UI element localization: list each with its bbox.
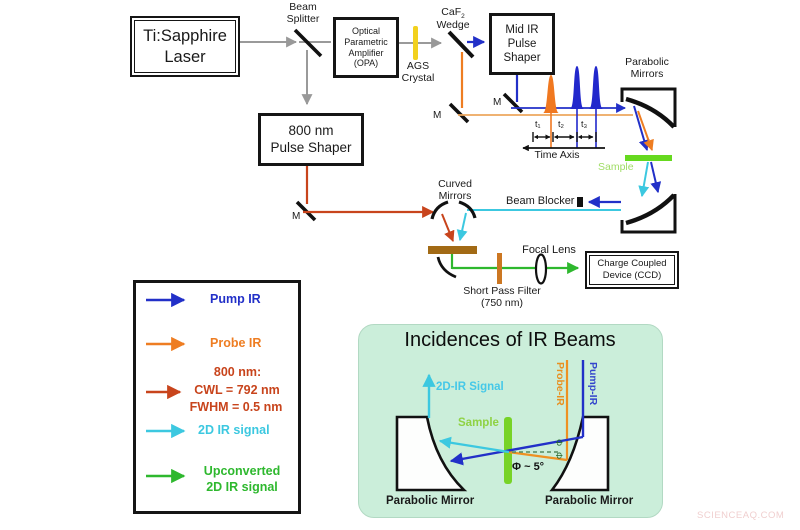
inset-signal-label: 2D-IR Signal [436,381,504,393]
signal-beam [456,161,650,242]
short-pass-filter-icon [497,253,502,284]
curved-line2: Mirrors [438,189,472,202]
beam-splitter-icon [293,28,323,58]
mid-ir-pulse-shaper-box: Mid IR Pulse Shaper [489,13,555,75]
opa-line4: (OPA) [353,58,379,69]
curved-mirrors-label: Curved Mirrors [425,178,485,203]
legend-upconverted-line1: Upconverted [203,464,281,478]
spf-line2: (750 nm) [480,296,523,309]
legend-pump-label: Pump IR [210,292,261,306]
mirror-m2-label: M [493,97,502,108]
ags-line2: Crystal [401,71,435,84]
beam-splitter-line1: Beam [289,1,317,13]
beam-splitter-line2: Splitter [286,12,320,25]
legend-800nm-title: 800 nm: [213,365,262,379]
shaper800-line2: Pulse Shaper [270,139,352,155]
parab-line1: Parabolic [625,56,669,68]
ccd-line1: Charge Coupled [597,258,667,270]
t3-label: t₃ [581,119,588,129]
focal-lens-label: Focal Lens [522,244,576,256]
800nm-pulse-shaper-box: 800 nm Pulse Shaper [258,113,364,166]
curved-mirrors-icon [430,200,477,220]
short-pass-filter-label: Short Pass Filter (750 nm) [450,285,554,310]
inset-angle-label: Φ ~ 5° [512,461,545,473]
nm800-beam [303,161,455,243]
beam-blocker-icon [577,197,583,207]
upconverted-beam [450,254,580,275]
focal-lens-icon [534,253,548,285]
caf2-line2: Wedge [436,19,470,32]
laser-label-line1: Ti:Sapphire [143,27,227,46]
midir-line2: Pulse [507,37,537,50]
t2-label: t₂ [558,119,564,129]
caf2-line1: CaF2 [441,6,465,21]
inset-mirror-left-label: Parabolic Mirror [386,495,475,507]
midir-line1: Mid IR [505,23,539,36]
parabolic-mirror-top-icon [620,87,677,129]
sample-icon [625,155,672,161]
inset-probe-label: Probe-IR [553,362,566,406]
parab-line2: Mirrors [630,67,664,80]
inset-parabolic-mirror-left-icon [395,415,468,492]
time-axis-icon [522,132,605,152]
inset-beams [422,360,585,466]
pulse-shapes [543,66,603,148]
beam-blocker-label: Beam Blocker [506,195,575,207]
curved-line1: Curved [438,178,472,190]
legend-800nm-fwhm: FWHM = 0.5 nm [189,400,283,414]
time-axis-label: Time Axis [534,149,580,161]
ags-crystal-label: AGS Crystal [393,60,443,85]
caf2-wedge-label: CaF2 Wedge [430,6,476,32]
opa-line3: Amplifier [348,47,384,58]
inset-mirror-right-label: Parabolic Mirror [545,495,634,507]
opa-line1: Optical [351,25,380,36]
mirror-m3-label: M [292,211,301,222]
t1-label: t₁ [535,119,541,129]
inset-title: Incidences of IR Beams [404,329,616,351]
inset-phi-lower: Φ [554,452,565,460]
legend-box [133,280,301,514]
green-fold-mirror-icon [436,256,457,279]
beam-splitter-label: Beam Splitter [276,1,330,26]
watermark: SCIENCEAQ.COM [697,510,785,521]
inset-pump-label: Pump-IR [586,362,599,406]
shaper800-line1: 800 nm [288,123,334,139]
ccd-box: Charge Coupled Device (CCD) [585,251,679,289]
inset-sample-label: Sample [458,417,499,429]
parabolic-mirror-bottom-icon [620,193,677,234]
ags-crystal-icon [413,26,418,60]
probe-beam [458,52,654,152]
upconversion-crystal-icon [428,246,477,254]
legend-2dir-label: 2D IR signal [198,423,270,437]
caf2-wedge-icon [447,30,475,59]
spf-line1: Short Pass Filter [463,285,541,297]
inset-phi-upper: Φ [554,439,565,447]
ags-line1: AGS [406,60,430,72]
opa-line2: Parametric [344,36,388,47]
legend-upconverted-line2: 2D IR signal [206,480,278,494]
ti-sapphire-laser-box: Ti:Sapphire Laser [130,16,240,77]
parabolic-mirrors-label: Parabolic Mirrors [612,56,682,81]
laser-label-line2: Laser [164,47,206,66]
legend-800nm-cwl: CWL = 792 nm [194,383,280,397]
sample-label: Sample [598,161,634,173]
opa-box: Optical Parametric Amplifier (OPA) [333,17,399,78]
midir-line3: Shaper [503,52,541,64]
ccd-line2: Device (CCD) [602,270,662,281]
mirror-m1-label: M [433,110,442,121]
legend-arrow-icons [146,292,186,484]
legend-probe-label: Probe IR [210,336,262,350]
